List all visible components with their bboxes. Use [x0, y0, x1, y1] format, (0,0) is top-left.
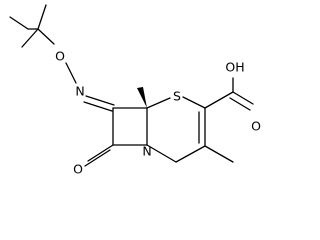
bond-n-c7-a	[85, 95, 115, 106]
bond-o-n	[65, 62, 77, 84]
bond-tbu-methyl-top	[37, 4, 47, 30]
bond-tbu-methyl-bottom	[21, 28, 39, 48]
bond-c6-s	[146, 97, 171, 109]
atom-label-carbonyl-o: O	[73, 162, 83, 177]
atom-label-acid-o: O	[251, 119, 261, 134]
atom-label-oxime-n: N	[75, 84, 84, 99]
atom-label-ring-s: S	[173, 89, 181, 104]
bond-n-c7-b	[83, 101, 113, 112]
bond-c2-acid-carbon	[204, 91, 234, 109]
bond-s-c2	[182, 96, 206, 109]
carboxylic-acid-group	[204, 77, 254, 111]
tert-butyl-group	[9, 4, 55, 48]
atom-label-acid-oh: OH	[225, 60, 244, 75]
bond-c4-n	[146, 144, 177, 163]
dihydrothiazine-ring	[146, 96, 206, 163]
structure-diagram: O N S O N OH O	[9, 4, 261, 177]
bond-c8-o-a	[87, 144, 114, 162]
bond-c8-o-b	[84, 149, 111, 167]
bond-c3-methyl	[204, 145, 234, 163]
atom-label-ring-n: N	[142, 144, 151, 159]
bond-tbu-methyl-left	[9, 16, 29, 30]
stereo-wedge-h	[137, 87, 147, 108]
atom-label-oxime-o: O	[55, 49, 65, 64]
bond-acid-carbon-o-a	[232, 91, 254, 105]
bond-tbu-quaternary-o	[37, 28, 55, 45]
bond-c3-c4	[175, 145, 206, 163]
bond-acid-carbon-o-b	[229, 97, 251, 111]
beta-lactam-ring	[112, 107, 148, 146]
